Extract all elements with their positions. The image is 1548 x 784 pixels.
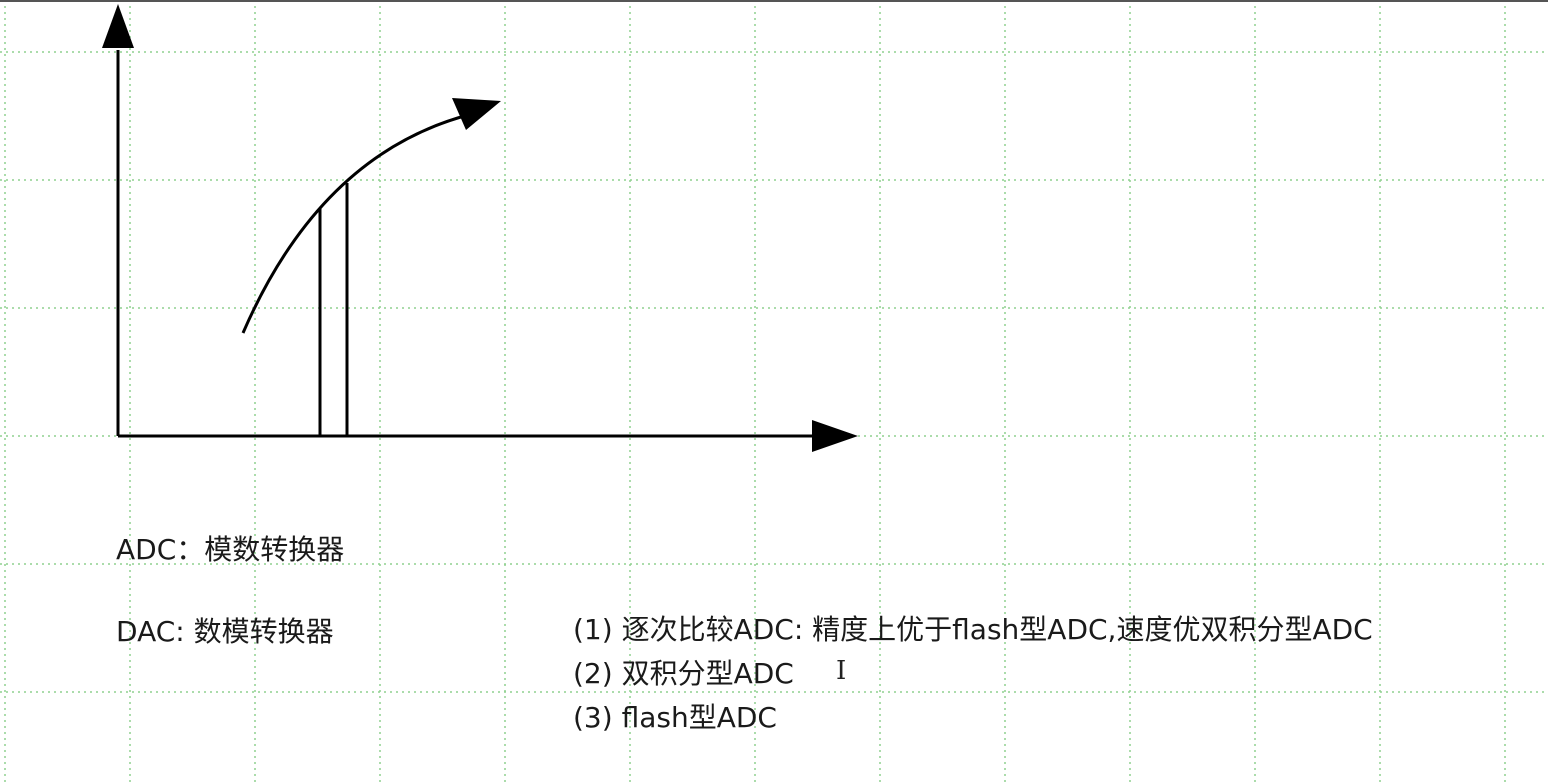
- adc-type-item[interactable]: (2) 双积分型ADC: [573, 657, 794, 690]
- y-axis-arrow-icon: [102, 4, 134, 48]
- adc-type-item[interactable]: (1) 逐次比较ADC: 精度上优于flash型ADC,速度优双积分型ADC: [573, 613, 1373, 646]
- adc-types-list: (1) 逐次比较ADC: 精度上优于flash型ADC,速度优双积分型ADC (…: [573, 608, 1373, 740]
- x-axis-arrow-icon: [812, 420, 858, 452]
- adc-type-item[interactable]: (3) flash型ADC: [573, 701, 777, 734]
- text-cursor-icon: I: [836, 656, 847, 686]
- signal-curve: [241, 113, 469, 334]
- signal-curve-arrow-icon: [452, 98, 501, 130]
- dac-definition: DAC: 数模转换器: [116, 615, 334, 648]
- adc-definition: ADC：模数转换器: [116, 533, 345, 566]
